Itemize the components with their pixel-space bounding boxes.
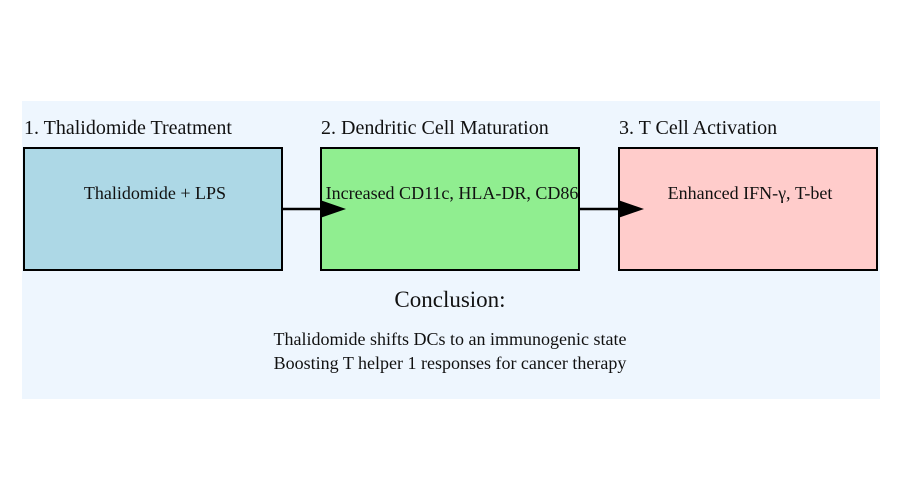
step-3-title: 3. T Cell Activation bbox=[619, 117, 778, 139]
step-2-box: Increased CD11c, HLA-DR, CD86 bbox=[320, 147, 580, 271]
conclusion-line-1: Thalidomide shifts DCs to an immunogenic… bbox=[273, 329, 627, 349]
conclusion-title: Conclusion: bbox=[394, 287, 506, 312]
step-1-box-text: Thalidomide + LPS bbox=[83, 183, 227, 203]
step-3-box-text: Enhanced IFN-γ, T-bet bbox=[667, 183, 833, 203]
step-2-title: 2. Dendritic Cell Maturation bbox=[321, 117, 549, 139]
step-3-box: Enhanced IFN-γ, T-bet bbox=[618, 147, 878, 271]
step-2-box-text: Increased CD11c, HLA-DR, CD86 bbox=[325, 183, 579, 203]
conclusion-line-2: Boosting T helper 1 responses for cancer… bbox=[273, 353, 627, 373]
step-1-title: 1. Thalidomide Treatment bbox=[24, 117, 232, 139]
step-1-box: Thalidomide + LPS bbox=[23, 147, 283, 271]
